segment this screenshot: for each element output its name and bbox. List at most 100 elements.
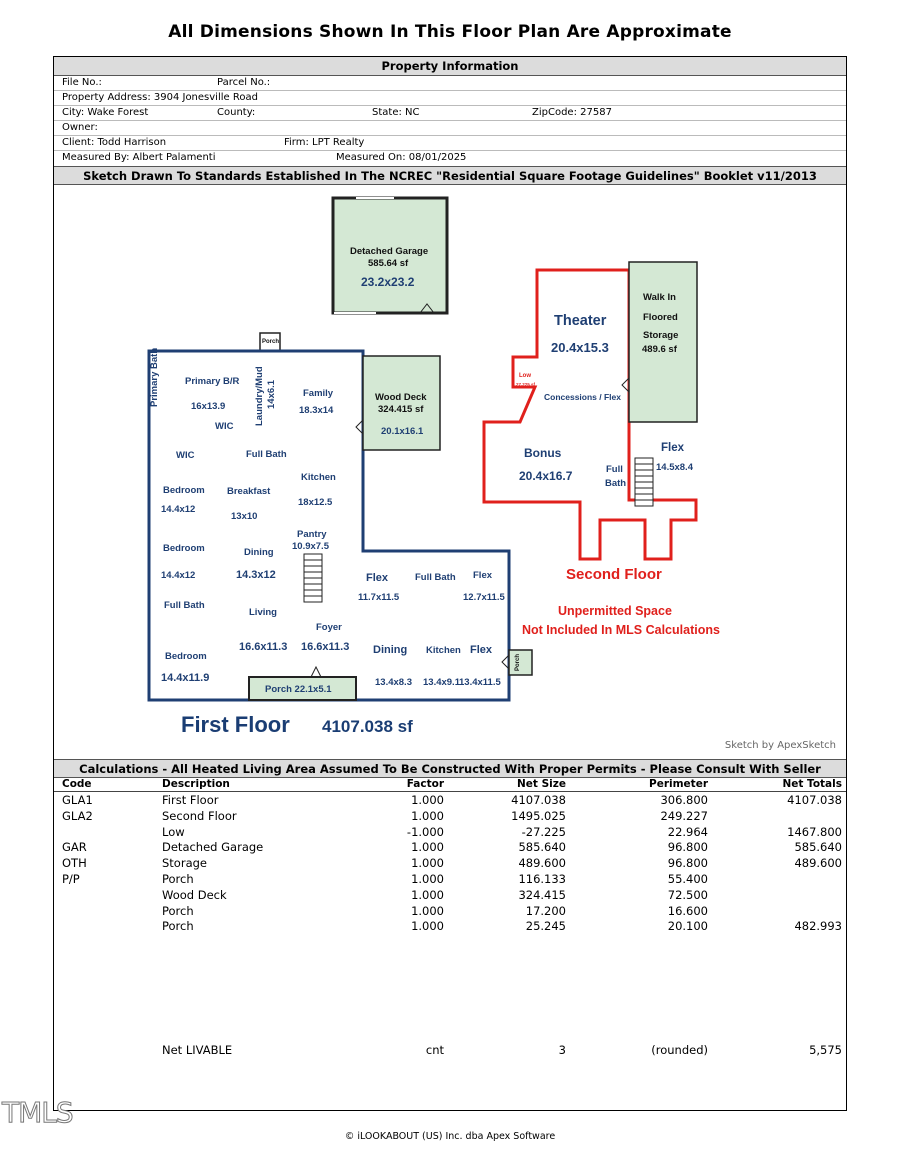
- second-floor-title: Second Floor: [566, 566, 662, 583]
- full-bath-label-4a: Full: [606, 464, 623, 475]
- bedroom-dim-1: 14.4x12: [161, 504, 196, 515]
- calc-description: Second Floor: [162, 808, 237, 823]
- family-label: Family: [303, 388, 334, 399]
- bedroom-label-3: Bedroom: [165, 651, 207, 662]
- flex-dim-3: 13.4x11.5: [459, 677, 501, 688]
- calc-factor: -1.000: [406, 824, 444, 839]
- calc-perimeter: 16.600: [667, 903, 708, 918]
- porch-side-outline: [508, 649, 533, 676]
- porch-side-label: Porch: [515, 653, 521, 671]
- full-bath-label-4b: Bath: [605, 478, 627, 489]
- primary-br-dim: 16x13.9: [191, 401, 226, 412]
- col-code: Code: [62, 778, 92, 790]
- net-livable-rounded: (rounded): [651, 1043, 708, 1057]
- porch-front-outline: [248, 676, 357, 701]
- calc-code: GLA2: [62, 808, 93, 823]
- calc-factor: 1.000: [411, 856, 444, 871]
- concessions-label: Concessions / Flex: [544, 392, 621, 402]
- garage-door-swing: [419, 303, 435, 314]
- garage-area: 585.64 sf: [368, 258, 409, 269]
- calc-description: Porch: [162, 872, 194, 886]
- floor-plan-sketch: Detached Garage 585.64 sf 23.2x23.2 Porc…: [54, 184, 846, 759]
- walk-in-area: 489.6 sf: [642, 344, 677, 355]
- tmls-watermark: TMLS: [2, 1096, 75, 1130]
- copyright: © iLOOKABOUT (US) Inc. dba Apex Software: [344, 1131, 556, 1142]
- property-address: Property Address: 3904 Jonesville Road: [62, 92, 258, 103]
- living-dim: 16.6x11.3: [239, 641, 288, 653]
- laundry-label: Laundry/Mud: [254, 366, 265, 426]
- bonus-dim: 20.4x16.7: [519, 469, 573, 483]
- calc-net-size: 116.133: [518, 872, 566, 886]
- wic-label-1: WIC: [215, 421, 234, 432]
- firm: Firm: LPT Realty: [284, 137, 365, 148]
- floor-plan-drawing: [147, 196, 698, 702]
- calc-description: Wood Deck: [162, 887, 227, 902]
- second-floor-stairs: [634, 457, 654, 507]
- first-floor-area: 4107.038 sf: [322, 717, 413, 736]
- dining-label-2: Dining: [373, 644, 408, 656]
- pantry-label: Pantry: [297, 529, 327, 540]
- col-perimeter: Perimeter: [649, 778, 708, 790]
- wood-deck-area: 324.415 sf: [378, 404, 424, 415]
- kitchen-dim-2: 13.4x9.1: [423, 677, 460, 688]
- calc-net-size: 489.600: [518, 856, 566, 871]
- sketch-credit: Sketch by ApexSketch: [724, 740, 836, 751]
- calc-net-total: 1467.800: [787, 824, 842, 839]
- laundry-dim: 14x6.1: [266, 379, 277, 409]
- breakfast-label: Breakfast: [227, 486, 271, 497]
- calc-description: First Floor: [162, 793, 219, 807]
- city: City: Wake Forest: [62, 107, 149, 118]
- kitchen-label-2: Kitchen: [426, 645, 461, 656]
- calc-perimeter: 306.800: [660, 793, 708, 807]
- owner: Owner:: [62, 122, 98, 133]
- parcel-no: Parcel No.:: [217, 77, 271, 88]
- calc-factor: 1.000: [411, 808, 444, 823]
- calc-code: GLA1: [62, 793, 93, 807]
- kitchen-label: Kitchen: [301, 472, 336, 483]
- calc-description: Low: [162, 824, 185, 839]
- col-net-totals: Net Totals: [782, 778, 842, 790]
- calc-net-size: 17.200: [525, 903, 566, 918]
- calc-perimeter: 96.800: [667, 840, 708, 855]
- net-livable-row: Net LIVABLE cnt 3 (rounded) 5,575: [54, 1042, 846, 1058]
- low-area: 27.225 sf: [516, 382, 536, 387]
- foyer-dim: 16.6x11.3: [301, 641, 350, 653]
- unpermitted-line-1: Unpermitted Space: [558, 604, 672, 618]
- theater-dim: 20.4x15.3: [551, 340, 609, 355]
- detached-garage-outline: [331, 196, 449, 315]
- col-description: Description: [162, 778, 230, 790]
- dining-dim-1: 14.3x12: [236, 569, 276, 581]
- calc-description: Detached Garage: [162, 840, 264, 855]
- primary-br-label: Primary B/R: [185, 376, 240, 387]
- flex-label-2: Flex: [473, 570, 493, 581]
- second-floor-outline: [482, 268, 698, 561]
- calc-factor: 1.000: [411, 887, 444, 902]
- calc-factor: 1.000: [411, 903, 444, 918]
- state: State: NC: [372, 107, 420, 118]
- kitchen-dim: 18x12.5: [298, 497, 333, 508]
- property-info-header: Property Information: [54, 57, 846, 76]
- theater-label: Theater: [554, 313, 607, 329]
- calc-perimeter: 22.964: [667, 824, 708, 839]
- primary-bath-label: Primary Bath: [149, 347, 160, 407]
- calc-perimeter: 55.400: [667, 872, 708, 886]
- calculations-header: Calculations - All Heated Living Area As…: [54, 759, 846, 778]
- walk-in-storage-outline: [628, 261, 698, 423]
- calc-net-size: 585.640: [518, 840, 566, 855]
- bedroom-dim-3: 14.4x11.9: [161, 672, 210, 684]
- calc-description: Storage: [162, 856, 207, 871]
- calc-column-headers: Code Description Factor Net Size Perimet…: [54, 776, 846, 792]
- dining-dim-2: 13.4x8.3: [375, 677, 412, 688]
- file-no: File No.:: [62, 77, 102, 88]
- info-row-file: File No.: Parcel No.:: [54, 76, 846, 91]
- wood-deck-outline: [362, 355, 441, 451]
- col-net-size: Net Size: [517, 778, 566, 790]
- net-livable-total: 5,575: [809, 1043, 842, 1057]
- walk-in-label-2: Floored: [643, 312, 678, 323]
